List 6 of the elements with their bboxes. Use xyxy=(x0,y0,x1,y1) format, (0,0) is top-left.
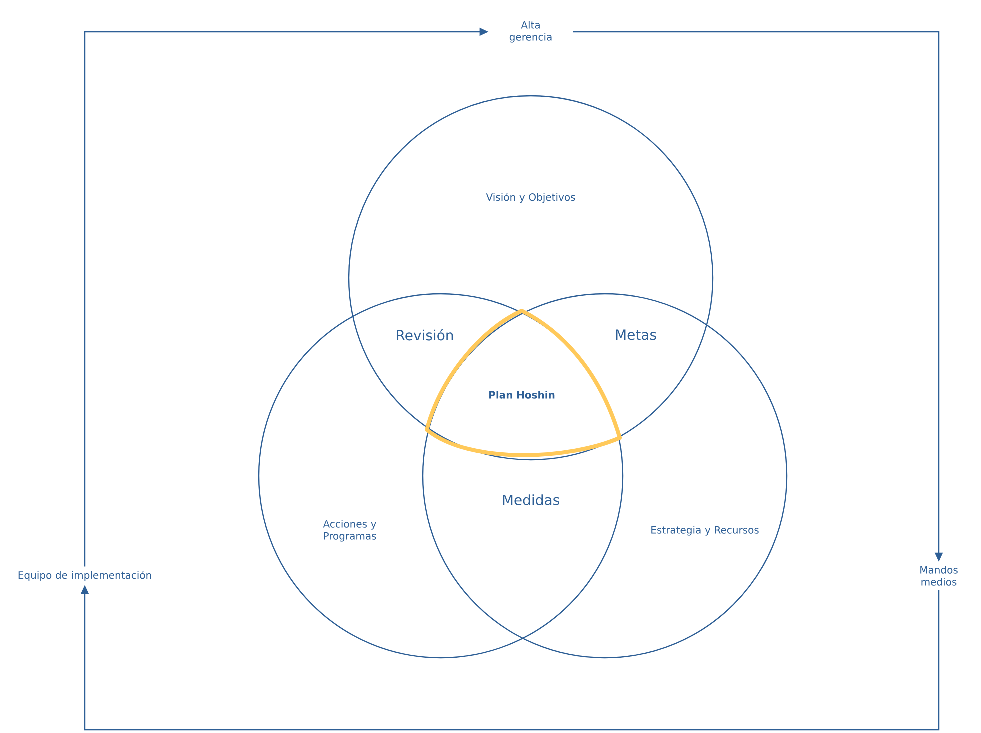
role-label: Alta gerencia xyxy=(510,21,552,43)
region-label: Metas xyxy=(616,330,656,340)
region-label: Revisión xyxy=(397,329,454,341)
role-label: Equipo de implementación xyxy=(18,570,152,582)
role-label: Mandos medios xyxy=(920,566,958,586)
region-label: Medidas xyxy=(503,494,560,506)
